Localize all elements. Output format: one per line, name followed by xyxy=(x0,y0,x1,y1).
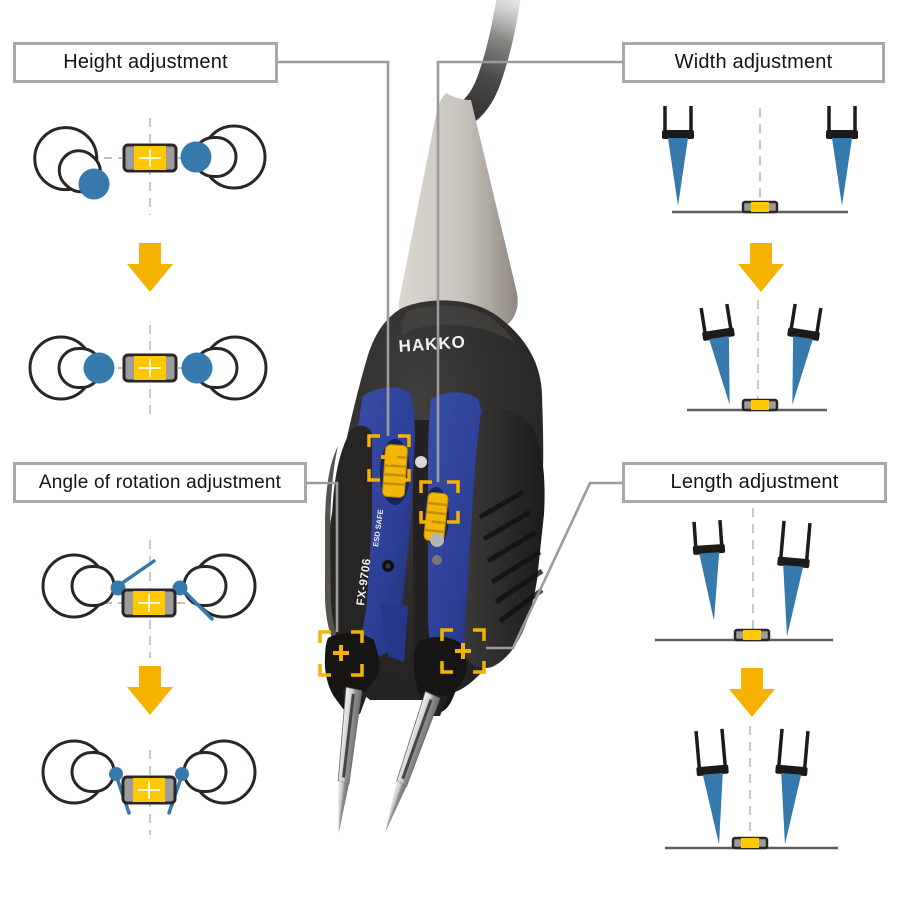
height-slider[interactable] xyxy=(382,444,408,498)
width-adjuster-bracket-icon xyxy=(419,480,460,524)
width-before-diagram xyxy=(660,104,860,214)
height-adjuster-bracket-icon xyxy=(367,434,411,482)
power-cable xyxy=(457,0,521,124)
height-before-diagram xyxy=(22,115,265,218)
callout-line-length xyxy=(486,481,622,650)
tool-photo: HAKKO ESD SAFE FX-9706 xyxy=(324,0,545,834)
callout-label-text: Length adjustment xyxy=(670,471,839,493)
soldering-tip-left xyxy=(337,686,363,834)
angle-before-diagram xyxy=(41,540,257,658)
length-after-diagram xyxy=(665,726,838,850)
callout-label-text: Width adjustment xyxy=(674,51,833,73)
angle-after-diagram xyxy=(41,739,257,835)
grip-left-edge xyxy=(325,446,342,647)
transform-arrow-icon xyxy=(729,668,775,717)
grip-ribs xyxy=(478,489,544,624)
blue-bridge xyxy=(380,602,408,662)
callout-label-width-adjustment: Width adjustment xyxy=(622,42,885,83)
height-after-diagram xyxy=(30,325,266,415)
transform-arrow-icon xyxy=(127,666,173,715)
callout-line-angle xyxy=(307,481,339,632)
brand-logo: HAKKO xyxy=(398,332,467,356)
callout-line-width xyxy=(436,60,622,482)
screw-slot xyxy=(385,563,391,569)
angle-adjuster-bracket-icon xyxy=(318,630,364,677)
soldering-tip-right xyxy=(385,690,441,833)
width-after-diagram xyxy=(687,300,827,412)
metal-pin xyxy=(432,555,442,565)
grip-left xyxy=(332,425,372,647)
callout-label-text: Angle of rotation adjustment xyxy=(38,471,282,493)
callout-line-height xyxy=(278,60,390,436)
handle-highlight xyxy=(402,305,515,343)
length-adjuster-bracket-icon xyxy=(440,628,486,674)
callout-label-text: Height adjustment xyxy=(63,51,228,73)
metal-pin xyxy=(415,456,427,468)
callout-label-angle-of-rotation-adjustment: Angle of rotation adjustment xyxy=(13,462,307,503)
metal-pin xyxy=(430,533,444,547)
length-before-diagram xyxy=(655,508,833,642)
focus-brackets xyxy=(318,434,486,677)
callout-lines xyxy=(278,60,622,650)
transform-arrow-icon xyxy=(127,243,173,292)
callout-label-height-adjustment: Height adjustment xyxy=(13,42,278,83)
strain-relief xyxy=(398,93,518,337)
center-channel xyxy=(413,420,430,660)
transform-arrow-icon xyxy=(738,243,784,292)
callout-label-length-adjustment: Length adjustment xyxy=(622,462,887,503)
